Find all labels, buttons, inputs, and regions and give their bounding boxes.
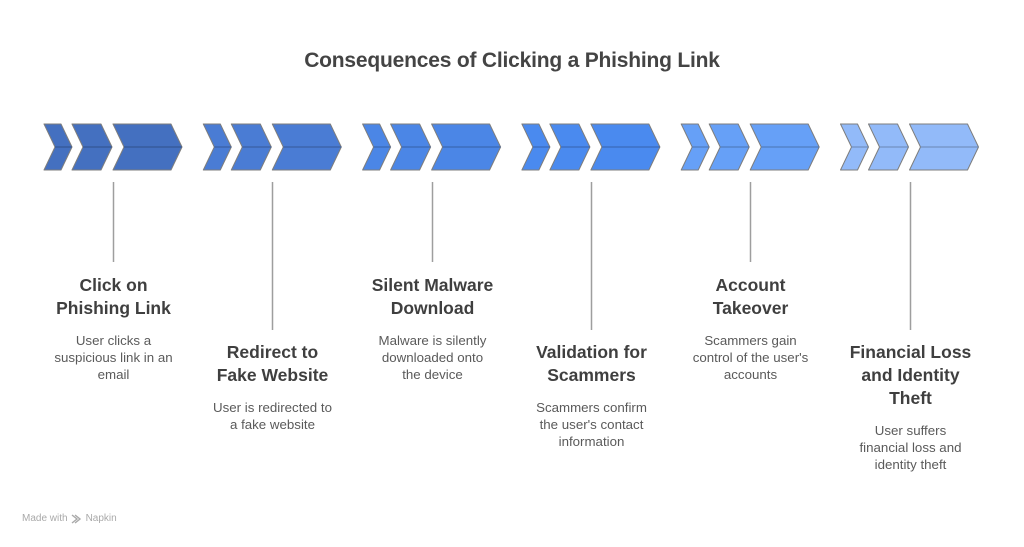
step-description-line: Scammers gain [704,333,797,348]
step-title-line: Fake Website [216,365,329,385]
step-description: Malware is silently downloaded onto the de… [348,332,518,383]
step-title-line: Financial Loss [849,342,972,362]
step-title-line: Validation for [536,342,647,362]
step-description: User is redirected to a fake website [188,399,358,433]
step-title: Click on Phishing Link [29,274,199,320]
step-description-line: accounts [723,367,778,382]
step-description-line: information [558,434,625,449]
step-title-line: Download [390,298,475,318]
step-description-line: Scammers confirm [536,400,647,415]
step-title-line: Theft [889,388,932,408]
step-description: User suffers financial loss and identity t… [826,422,996,473]
step-title-line: Takeover [712,298,789,318]
step-title-line: Phishing Link [56,298,171,318]
step-title-line: Redirect to [226,342,319,362]
step-description-line: User suffers [874,423,947,438]
step-description-line: control of the user's [692,350,809,365]
step-title-line: Silent Malware [371,275,494,295]
step-title-line: and Identity [861,365,960,385]
diagram-title: Consequences of Clicking a Phishing Link [304,49,720,72]
step-description-line: financial loss and [859,440,962,455]
step-description-line: Malware is silently [378,333,487,348]
step-description: Scammers gain control of the user's accoun… [666,332,836,383]
step-description: Scammers confirm the user's contact inform… [507,399,677,450]
step-description: User clicks a suspicious link in an email [29,332,199,383]
step-title: Redirect to Fake Website [188,341,358,387]
made-with-text: Made with [22,513,68,524]
footer-watermark: Made with Napkin [22,513,117,524]
step-description-line: identity theft [874,457,947,472]
step-description-line: suspicious link in an [54,350,173,365]
step-description-line: a fake website [229,417,315,432]
step-title-line: Scammers [547,365,636,385]
step-description-line: User clicks a [75,333,152,348]
step-description-line: User is redirected to [213,400,332,415]
step-title-line: Account [715,275,786,295]
step-description-line: the user's contact [539,417,644,432]
step-title-line: Click on [79,275,148,295]
napkin-logo-icon [71,513,81,524]
step-description-line: the device [402,367,463,382]
napkin-brand-text: Napkin [85,513,117,524]
step-description-line: downloaded onto [381,350,484,365]
step-description-line: email [97,367,130,382]
